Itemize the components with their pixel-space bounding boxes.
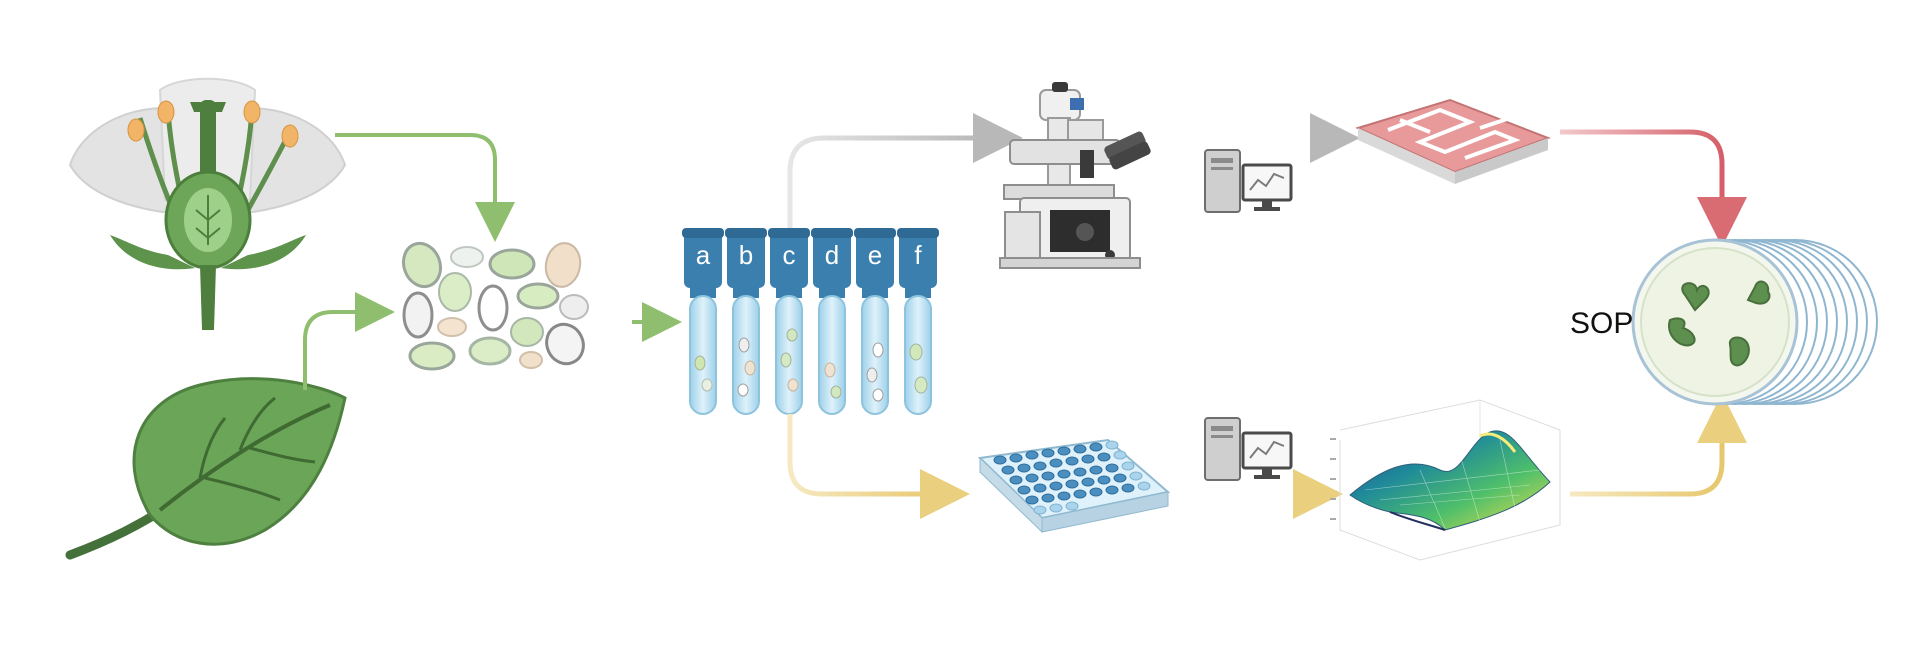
tube-rack: a b c d [682, 228, 939, 415]
tube-e: e [854, 228, 896, 415]
tube-f: f [897, 228, 939, 415]
arrow-chip-to-dishes [1560, 129, 1747, 247]
tube-label-c: c [783, 240, 796, 270]
petri-dish-stack-icon [1631, 238, 1878, 406]
microscope-icon [999, 82, 1151, 269]
protoplast-cells-icon [401, 241, 589, 371]
arrow-tubes-to-microscope [787, 113, 1023, 228]
3d-surface-plot-icon [1330, 399, 1561, 561]
tube-d: d [811, 228, 853, 415]
tube-c: c [768, 228, 810, 415]
arrow-tubes-to-plate [787, 414, 970, 519]
tube-label-e: e [868, 240, 882, 270]
microfluidic-chip-icon [1355, 98, 1551, 184]
computer-icon [1204, 417, 1293, 481]
flower-icon [68, 77, 347, 330]
arrow-leaf-to-cells [303, 292, 395, 390]
tube-a: a [682, 228, 724, 415]
tube-b: b [725, 228, 767, 415]
tube-label-a: a [696, 240, 711, 270]
arrow-flower-to-cells [335, 133, 515, 242]
leaf-icon [65, 377, 347, 560]
sop-label: SOP [1570, 307, 1633, 340]
arrow-plot-to-dishes [1570, 393, 1747, 497]
computer-icon [1204, 149, 1293, 213]
tube-label-d: d [825, 240, 839, 270]
tube-label-b: b [739, 240, 753, 270]
microplate-icon [977, 438, 1171, 534]
tube-label-f: f [914, 240, 922, 270]
